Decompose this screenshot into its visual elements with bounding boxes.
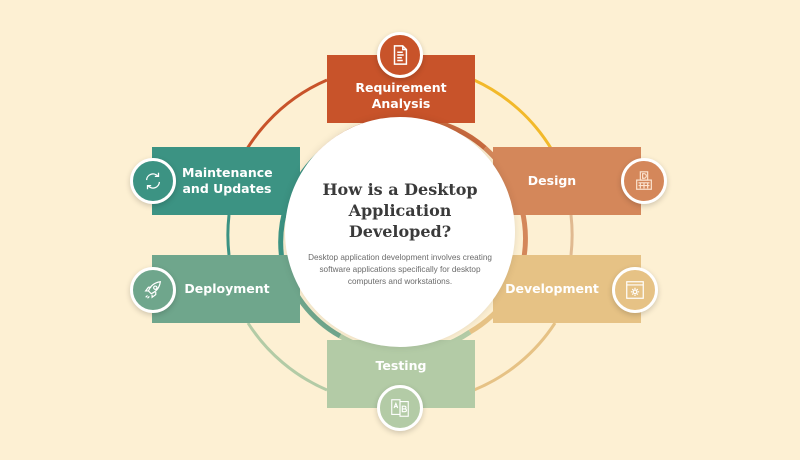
diagram-title: How is a Desktop Application Developed? [322,179,478,241]
center-summary: How is a Desktop Application Developed? … [285,117,515,347]
gear-window-icon [612,267,658,313]
document-icon [377,32,423,78]
refresh-icon [130,158,176,204]
stage-maintenance-and-updates: Maintenance and Updates [152,147,300,215]
stage-label: Maintenance and Updates [182,165,273,196]
stage-label: Design [527,173,577,189]
stage-label: Deployment [184,281,270,297]
ab-test-icon [377,385,423,431]
stage-label: Requirement Analysis [355,80,447,111]
stage-label: Testing [375,358,427,374]
rocket-icon [130,267,176,313]
stage-deployment: Deployment [152,255,300,323]
stage-label: Development [505,281,599,297]
diagram-description: Desktop application development involves… [308,253,492,287]
design-keyboard-icon [621,158,667,204]
stage-design: Design [493,147,641,215]
